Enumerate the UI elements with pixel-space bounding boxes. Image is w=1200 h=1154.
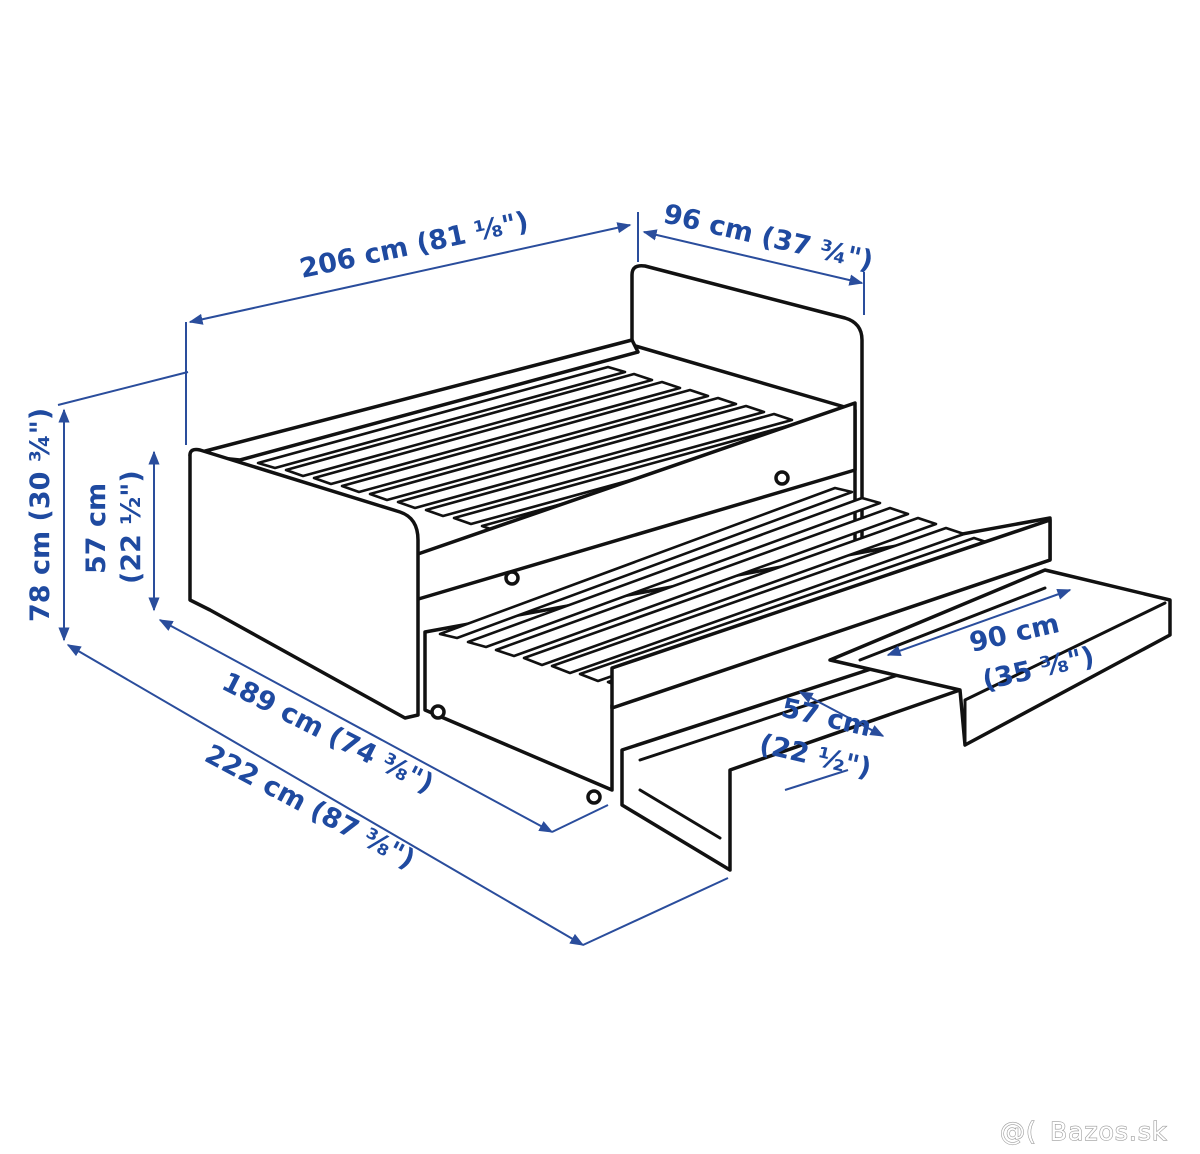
label-width-top: 96 cm (37 ¾") bbox=[660, 199, 876, 277]
rail-knob bbox=[774, 470, 790, 486]
watermark-at-icon: @( bbox=[1000, 1117, 1037, 1146]
label-height-frame-cm: 57 cm bbox=[81, 483, 112, 574]
headboard bbox=[630, 263, 864, 552]
bed-drawing bbox=[188, 263, 1172, 872]
caster-wheel bbox=[586, 789, 602, 805]
rail-knob bbox=[504, 570, 520, 586]
watermark-text: Bazos.sk bbox=[1050, 1117, 1167, 1146]
watermark: @( Bazos.sk bbox=[999, 1116, 1167, 1146]
caster-wheel bbox=[430, 704, 446, 720]
dimension-lines bbox=[57, 212, 1072, 946]
storage-drawer-right bbox=[828, 568, 1172, 747]
label-height-total: 78 cm (30 ¾") bbox=[25, 408, 56, 622]
label-height-frame-in: (22 ½") bbox=[116, 470, 147, 584]
